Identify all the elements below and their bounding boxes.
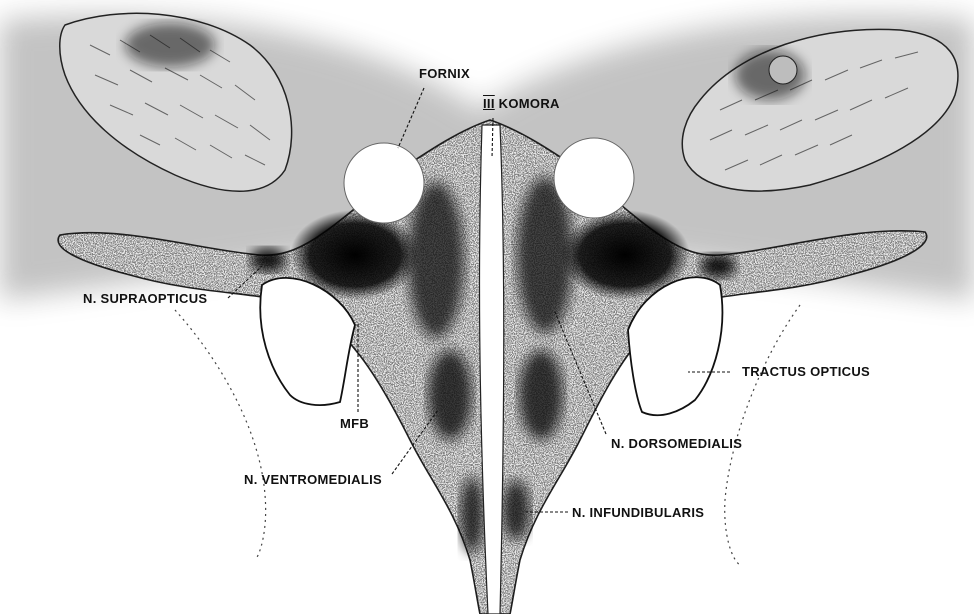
label-tractus-opticus: TRACTUS OPTICUS bbox=[742, 364, 870, 379]
label-dorsomedialis: N. DORSOMEDIALIS bbox=[611, 436, 742, 451]
label-komora-numeral: III bbox=[483, 96, 495, 111]
label-mfb: MFB bbox=[340, 416, 369, 431]
label-supraopticus: N. SUPRAOPTICUS bbox=[83, 291, 207, 306]
label-komora: III KOMORA bbox=[483, 96, 560, 111]
label-infundibularis: N. INFUNDIBULARIS bbox=[572, 505, 704, 520]
label-ventromedialis: N. VENTROMEDIALIS bbox=[244, 472, 382, 487]
label-komora-text: KOMORA bbox=[499, 96, 560, 111]
label-fornix: FORNIX bbox=[419, 66, 470, 81]
